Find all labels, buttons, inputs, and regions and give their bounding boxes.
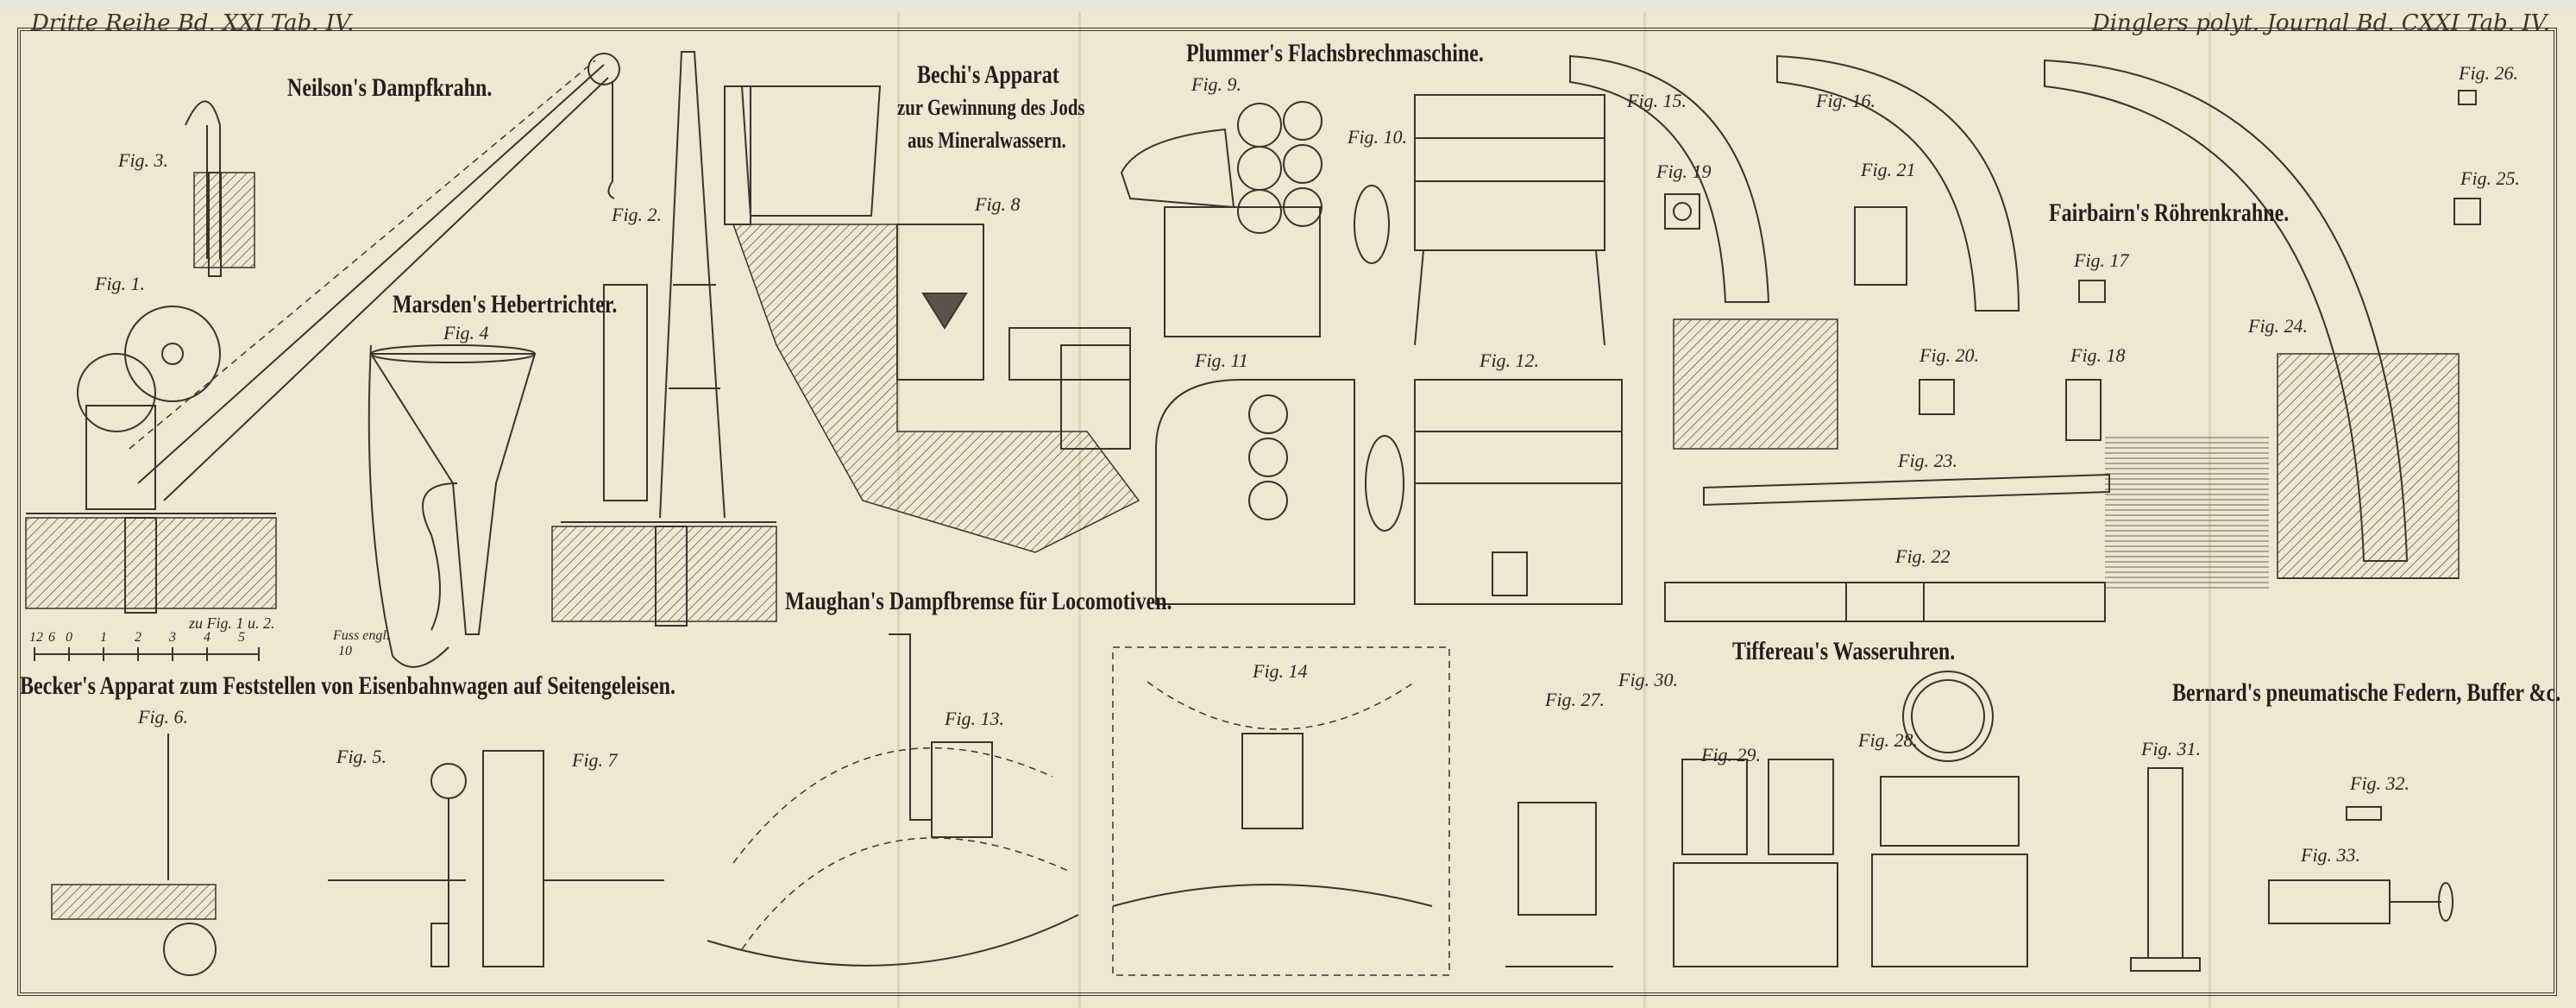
fig2-crane-elevation-drawing — [551, 51, 777, 627]
fig-label: Fig. 18 — [2070, 344, 2126, 366]
fig1-steam-crane-drawing — [25, 53, 620, 614]
fig15-16-24-tubular-crane-drawing — [1569, 54, 2460, 591]
fig13-14-steam-brake-drawing — [707, 633, 1450, 976]
fig-label: Fig. 11 — [1195, 350, 1248, 371]
title-marsden-siphon-funnel: Marsden's Hebertrichter. — [393, 290, 618, 318]
fig-label: Fig. 16. — [1816, 90, 1876, 111]
fig-label: Fig. 22 — [1895, 545, 1951, 567]
fig3-valve-drawing — [185, 100, 255, 277]
scale-tick: 4 — [204, 630, 210, 645]
fig-label: Fig. 19 — [1656, 161, 1712, 182]
title-plummer-flax-machine: Plummer's Flachsbrechmaschine. — [1186, 39, 1484, 67]
scale-tick: 3 — [169, 630, 176, 645]
scale-tick: 12 — [29, 630, 43, 645]
fig-label: Fig. 24. — [2248, 315, 2309, 337]
title-bernard-pneumatic-buffers: Bernard's pneumatische Federn, Buffer &c… — [2172, 678, 2561, 707]
scale-tick: 2 — [135, 630, 141, 645]
fold-line — [1643, 12, 1646, 1008]
fig-label: Fig. 12. — [1480, 350, 1540, 371]
fig-label: Fig. 26. — [2459, 62, 2519, 84]
scale-tick: 6 — [48, 630, 55, 645]
fig-label: Fig. 29. — [1701, 744, 1762, 765]
title-maughan-steam-brake: Maughan's Dampfbremse für Locomotiven. — [785, 587, 1172, 615]
header-left: Dritte Reihe Bd. XXI Tab. IV. — [31, 10, 355, 36]
fig27-30-water-clock-drawing — [1505, 671, 2028, 967]
title-bechi-subtitle-2: aus Mineralwassern. — [908, 128, 1066, 153]
fig-label: Fig. 28. — [1858, 729, 1919, 751]
plate-border — [17, 28, 2557, 996]
fig-label: Fig. 32. — [2350, 772, 2410, 794]
fig-label: Fig. 15. — [1627, 90, 1687, 111]
fig-label: Fig. 20. — [1919, 344, 1980, 366]
small-detail-drawings — [1664, 90, 2481, 441]
header-right: Dinglers polyt. Journal Bd. CXXI Tab. IV… — [2091, 10, 2550, 36]
fig-label: Fig. 1. — [95, 273, 146, 294]
fig-label: Fig. 31. — [2141, 738, 2202, 759]
fig-label: Fig. 7 — [572, 749, 618, 771]
scale-caption: zu Fig. 1 u. 2. — [189, 614, 275, 632]
fig-label: Fig. 4 — [443, 322, 489, 343]
title-tiffereau-water-clocks: Tiffereau's Wasseruhren. — [1732, 637, 1956, 665]
fig-label: Fig. 5. — [336, 746, 387, 767]
fig9-12-flax-machine-drawing — [1120, 94, 1623, 605]
fig-label: Fig. 10. — [1348, 126, 1408, 148]
fig-label: Fig. 30. — [1618, 669, 1679, 690]
fig4-siphon-funnel-drawing — [368, 344, 537, 668]
title-neilson-steam-crane: Neilson's Dampfkrahn. — [287, 73, 493, 102]
fig-label: Fig. 17 — [2074, 249, 2129, 271]
fig-label: Fig. 21 — [1861, 159, 1916, 180]
fig-label: Fig. 8 — [975, 193, 1021, 215]
fig-label: Fig. 25. — [2460, 167, 2521, 189]
fig31-33-pneumatic-buffer-drawing — [2130, 767, 2453, 972]
scale-tick: 1 — [100, 630, 107, 645]
fig-label: Fig. 14 — [1253, 660, 1308, 682]
scale-unit: Fuss engl. — [333, 628, 390, 643]
fig-label: Fig. 3. — [118, 149, 169, 171]
fig-label: Fig. 27. — [1545, 689, 1605, 710]
scale-tick: 5 — [238, 630, 245, 645]
fig-label: Fig. 6. — [138, 706, 189, 728]
title-bechi-apparatus: Bechi's Apparat — [917, 60, 1059, 89]
fig-label: Fig. 33. — [2301, 844, 2361, 866]
scale-end: 10 — [338, 644, 352, 658]
title-becker-apparatus: Becker's Apparat zum Feststellen von Eis… — [20, 671, 675, 700]
fig-label: Fig. 9. — [1191, 73, 1242, 95]
fig8-iodine-apparatus-drawing — [724, 85, 1140, 553]
title-bechi-subtitle: zur Gewinnung des Jods — [897, 95, 1085, 120]
fig-label: Fig. 2. — [612, 204, 663, 225]
fig-label: Fig. 13. — [945, 708, 1005, 729]
fig5-7-wagon-brake-drawing — [51, 734, 664, 976]
title-fairbairn-tubular-crane: Fairbairn's Röhrenkrahne. — [2049, 198, 2290, 227]
scale-tick: 0 — [66, 630, 72, 645]
fig22-23-girder-drawing — [1664, 473, 2110, 622]
fig-label: Fig. 23. — [1898, 450, 1958, 471]
scale-bar — [34, 647, 260, 661]
